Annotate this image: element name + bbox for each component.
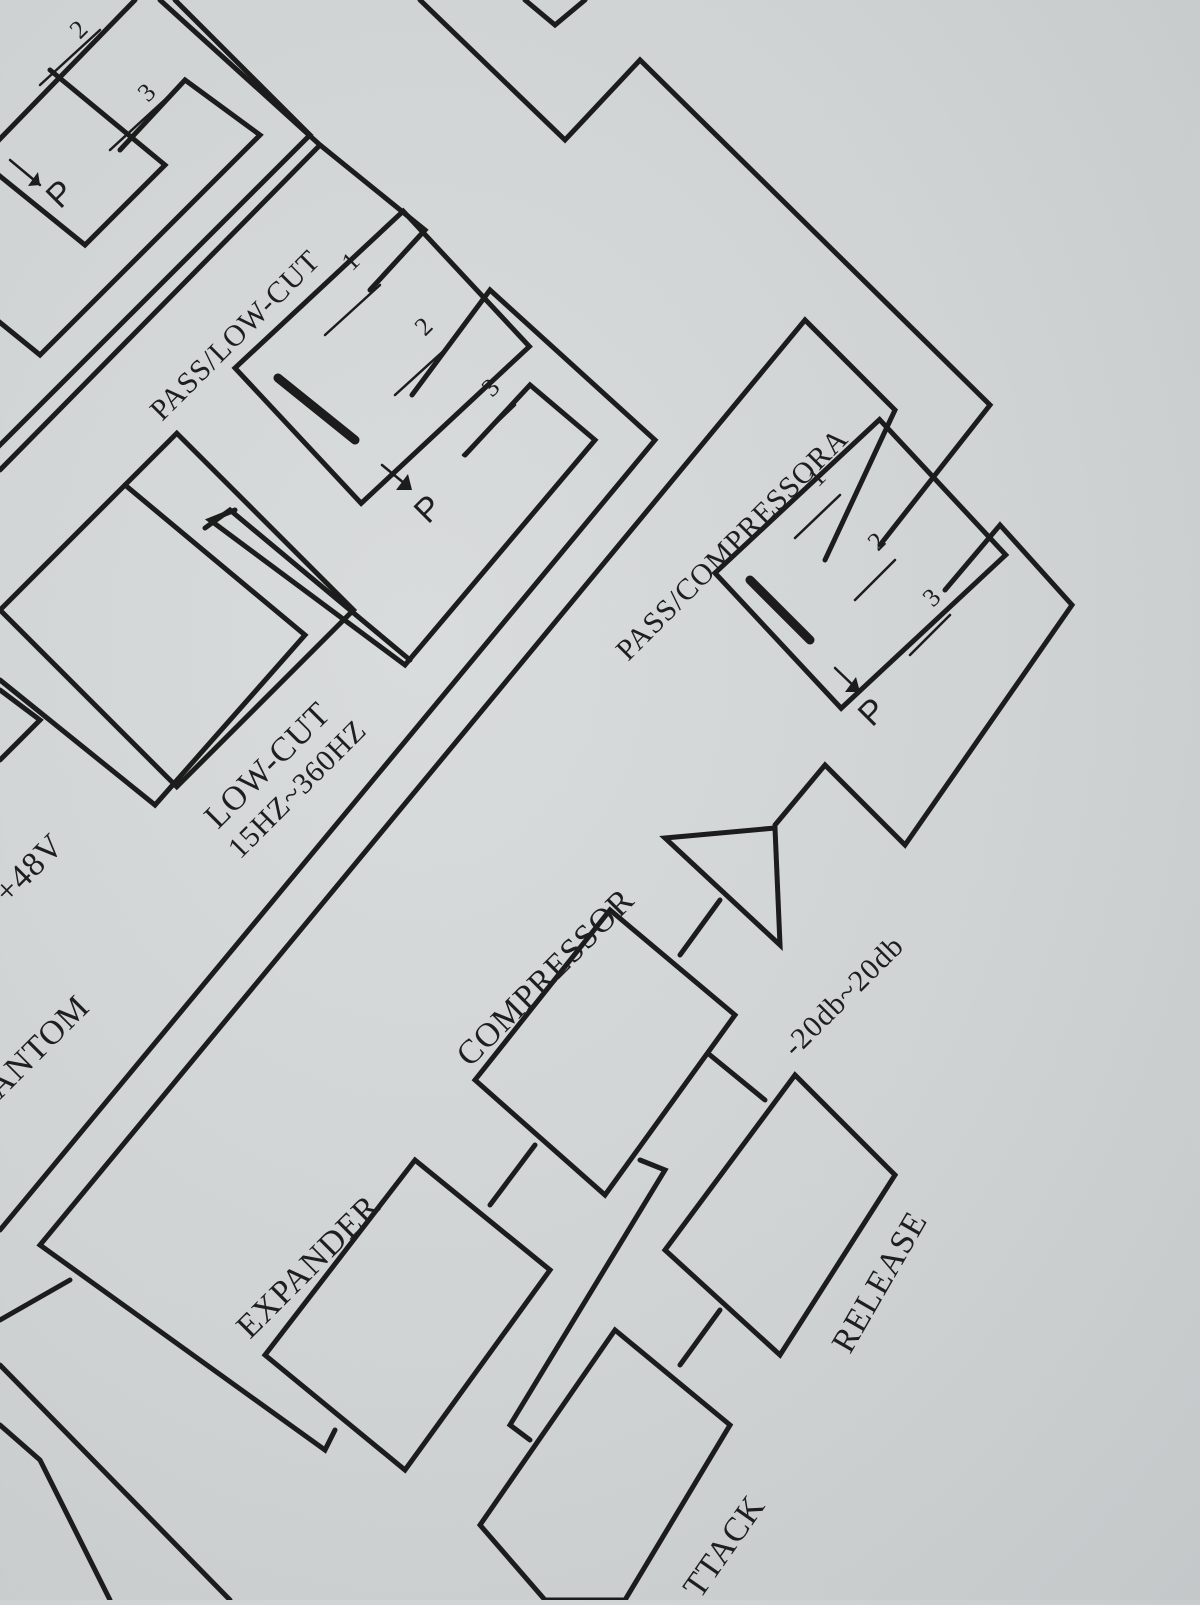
attack-knob-body [476, 1326, 734, 1603]
release-to-attack-wire [677, 1307, 723, 1368]
compressor-to-expander-wire [487, 1142, 538, 1208]
release-knob-body [661, 1071, 899, 1359]
switch-low-cut-pin-2 [393, 343, 452, 397]
switch-low-cut-outer-frame [0, 142, 323, 473]
low-cut-knob-body-right [0, 482, 309, 809]
label-attack: TTACK [676, 1489, 773, 1600]
switch-top-left-outer-frame [0, 0, 138, 143]
switch-top-left-pin-2 [38, 28, 102, 87]
label-phantom-voltage: +48V [0, 827, 71, 911]
switch-comp-body [711, 416, 1010, 712]
low-cut-knob-shadow [202, 506, 413, 663]
compressor-knob: COMPRESSOR [449, 881, 768, 1208]
expander-knob: EXPANDER [0, 1156, 554, 1603]
phantom-block-frame [0, 687, 44, 763]
switch-comp-outer-frame [36, 316, 899, 1454]
release-knob-frame [506, 1157, 669, 1443]
switch-comp-pin-2 [853, 558, 897, 602]
switch-low-cut-body [231, 207, 533, 507]
compressor-knob-body [471, 906, 739, 1199]
switch-low-cut-pin-2-label: 2 [409, 312, 439, 342]
label-compressor: COMPRESSOR [449, 881, 641, 1073]
switch-top-left-body-frame [0, 67, 169, 249]
label-phantom: ANTOM [0, 988, 97, 1105]
switch-comp-pin-3 [908, 613, 952, 657]
switch-top-left-pin-3 [108, 93, 172, 152]
switch-low-cut-lever-icon [273, 373, 360, 445]
expander-knob-frame [0, 1362, 233, 1603]
switch-comp-pin-3-label: 3 [917, 583, 947, 613]
switch-comp-loop [772, 521, 1076, 849]
low-cut-knob-body [0, 429, 358, 791]
top-routing [157, 0, 994, 548]
switch-comp-pin-1 [793, 493, 842, 540]
gain-to-compressor-wire [677, 897, 723, 958]
label-pass-compressora: PASS/COMPRESSORA [610, 422, 855, 667]
switch-low-cut-loop-outer [0, 286, 659, 1233]
phantom-power-block: +48V ANTOM [0, 687, 97, 1323]
top-wire-a [417, 0, 994, 548]
label-release: RELEASE [825, 1205, 935, 1359]
switch-comp-lever-icon [745, 575, 815, 645]
top-wire-c [157, 0, 429, 293]
gain-triangle-icon [659, 825, 783, 951]
switch-comp-arrowhead-icon [845, 677, 860, 692]
label-gain-range: -20db~20db [777, 929, 911, 1063]
switch-low-cut-pin-1 [323, 283, 382, 337]
switch-top-left-pole-label: P [39, 173, 82, 216]
label-expander: EXPANDER [229, 1188, 387, 1346]
switch-top-left-pin-3-label: 3 [132, 78, 162, 108]
switch-comp-pin-2-label: 2 [862, 527, 892, 557]
switch-low-cut-pin-3 [461, 403, 517, 457]
switch-low-cut-pole-label: P [407, 488, 450, 531]
gain-amplifier: -20db~20db [659, 825, 911, 1063]
compressor-knob-shadow [707, 1052, 768, 1103]
low-cut-knob: LOW-CUT 15HZ~360HZ [0, 429, 413, 865]
attack-knob: TTACK [476, 1326, 773, 1605]
switch-low-cut-arrowhead-icon [396, 474, 412, 490]
phantom-wire [0, 1277, 73, 1323]
switch-top-left-arrowhead-icon [28, 172, 40, 186]
top-wire-b [522, 0, 588, 29]
switch-low-cut-pin-3-label: 3 [476, 373, 506, 403]
expander-knob-frame-2 [0, 1422, 113, 1603]
switch-comp-pole-label: P [851, 691, 894, 734]
expander-knob-body [261, 1156, 554, 1474]
switch-pass-low-cut: 1 2 3 P PASS/LOW-CUT [0, 142, 659, 1233]
switch-top-left-loop [0, 76, 264, 359]
